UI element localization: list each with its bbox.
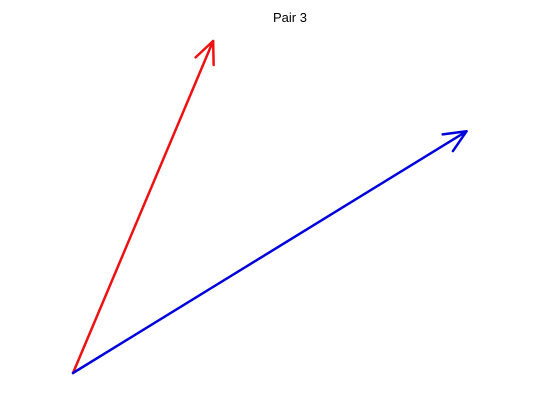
vector-b-shaft [71,130,468,375]
vector-a [71,39,215,375]
vector-b [71,130,468,375]
vector-a-shaft [71,39,215,375]
vector-a-arrowhead [194,39,215,67]
figure-title: Pair 3 [273,10,307,25]
vector-b-arrowhead [441,130,468,153]
